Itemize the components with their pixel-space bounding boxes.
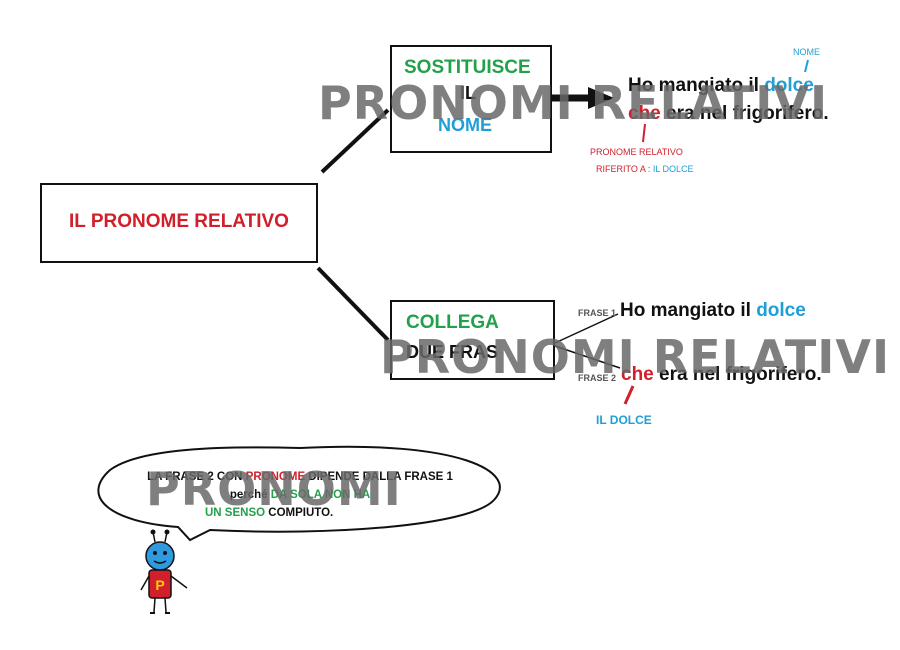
top-sentence-line1: Ho mangiato il dolce bbox=[628, 75, 814, 97]
sostituisce-label: SOSTITUISCE bbox=[404, 57, 531, 78]
collega-box: COLLEGA DUE FRAS bbox=[390, 300, 555, 380]
speech-line-2-a: perché bbox=[229, 489, 271, 501]
bottom-sentence-prefix: Ho mangiato il bbox=[620, 300, 757, 321]
collega-label: COLLEGA bbox=[406, 312, 499, 333]
speech-line-3-b: COMPIUTO. bbox=[265, 507, 334, 519]
label-frase-1: FRASE 1 bbox=[578, 308, 617, 318]
label-riferito: RIFERITO A : IL DOLCE bbox=[596, 164, 694, 174]
bottom-sentence-line2: che era nel frigorifero. bbox=[621, 364, 822, 386]
bottom-sentence-noun: dolce bbox=[756, 300, 806, 321]
main-concept-box: IL PRONOME RELATIVO bbox=[40, 183, 318, 263]
watermark-bottom: PRONOMI bbox=[146, 462, 402, 516]
speech-line-3: UN SENSO COMPIUTO. bbox=[100, 504, 500, 522]
speech-line-1: LA FRASE 2 CON PRONOME DIPENDE DALLA FRA… bbox=[100, 468, 500, 486]
pronome-pointer bbox=[642, 123, 646, 143]
label-il-dolce: IL DOLCE bbox=[596, 413, 652, 427]
speech-line-1-a: LA FRASE 2 CON bbox=[147, 471, 246, 483]
frase-connector-2 bbox=[554, 345, 621, 369]
arrow-head bbox=[588, 87, 614, 109]
frase-connector bbox=[554, 313, 619, 344]
speech-line-2: perché DA SOLA NON HA bbox=[100, 486, 500, 504]
label-riferito-value: IL DOLCE bbox=[652, 164, 694, 174]
sostituisce-box: SOSTITUISCE IL NOME bbox=[390, 45, 552, 153]
speech-line-2-b: DA SOLA NON HA bbox=[270, 489, 371, 501]
top-sentence-pronoun: che bbox=[628, 103, 661, 124]
top-sentence-prefix: Ho mangiato il bbox=[628, 75, 765, 96]
nome-pointer bbox=[804, 59, 809, 73]
speech-line-1-b: PRONOME bbox=[245, 471, 306, 483]
che-pointer bbox=[623, 385, 635, 405]
connector-main-to-top bbox=[320, 108, 390, 174]
bottom-sentence-line1: Ho mangiato il dolce bbox=[620, 300, 806, 322]
label-pronome-relativo: PRONOME RELATIVO bbox=[590, 147, 683, 157]
sostituisce-line3: NOME bbox=[438, 115, 492, 135]
mascot-letter: P bbox=[155, 577, 164, 593]
label-nome: NOME bbox=[793, 47, 820, 57]
main-concept-label: IL PRONOME RELATIVO bbox=[69, 211, 289, 232]
collega-line2: DUE FRAS bbox=[406, 342, 499, 362]
mascot-icon: P bbox=[140, 529, 188, 614]
watermark-top: PRONOMI RELATIVI bbox=[318, 76, 829, 130]
bottom-sentence-rest: era nel frigorifero. bbox=[653, 364, 822, 385]
speech-line-3-a: UN SENSO bbox=[205, 507, 266, 519]
speech-line-1-c: DIPENDE DALLA FRASE 1 bbox=[305, 471, 453, 483]
watermark-middle: PRONOMI RELATIVI bbox=[380, 330, 891, 384]
bottom-sentence-pronoun: che bbox=[621, 364, 654, 385]
connector-main-to-bottom bbox=[316, 266, 390, 342]
label-riferito-prefix: RIFERITO A : bbox=[596, 164, 653, 174]
top-sentence-noun: dolce bbox=[764, 75, 814, 96]
top-sentence-rest: era nel frigorifero. bbox=[660, 103, 829, 124]
speech-bubble bbox=[97, 445, 501, 542]
top-sentence-line2: che era nel frigorifero. bbox=[628, 103, 829, 125]
sostituisce-line2: IL bbox=[460, 83, 476, 103]
label-frase-2: FRASE 2 bbox=[578, 373, 617, 383]
speech-bubble-text: LA FRASE 2 CON PRONOME DIPENDE DALLA FRA… bbox=[100, 468, 500, 522]
